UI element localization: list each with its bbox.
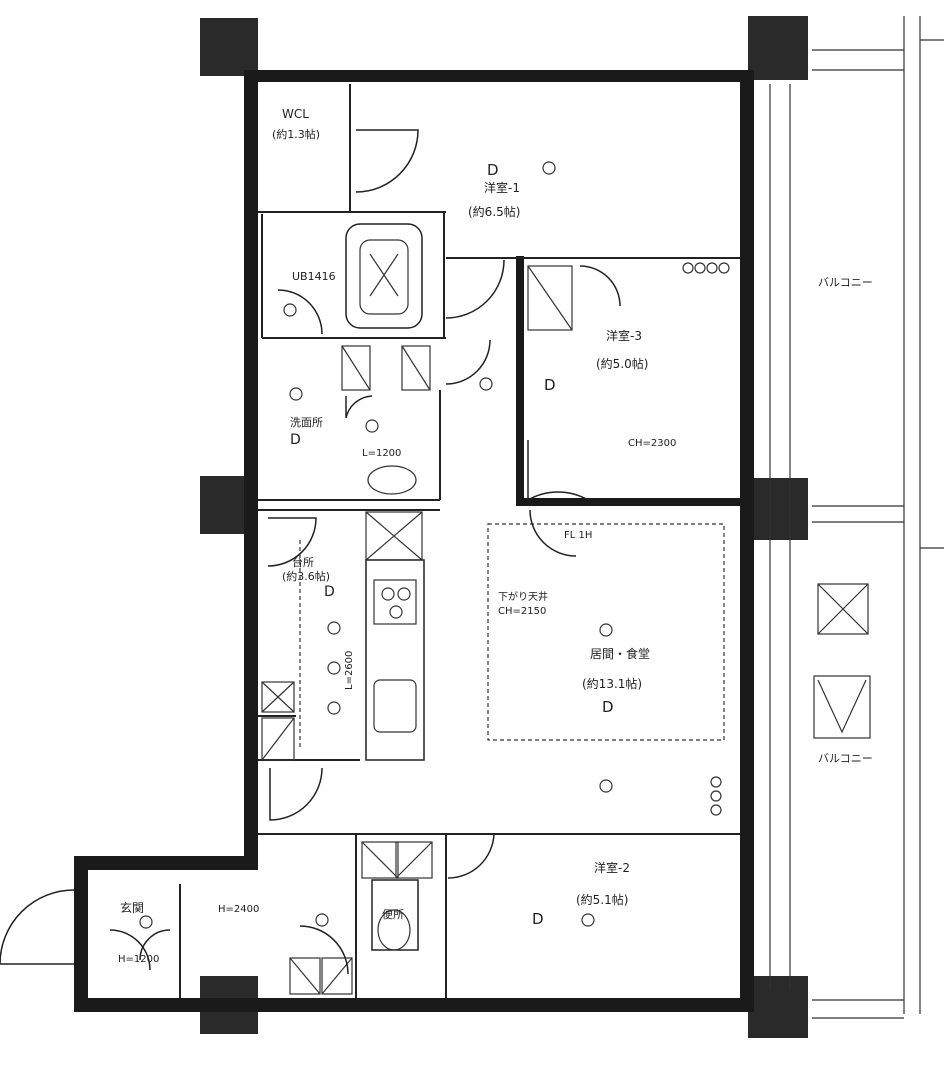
balcony-railing [769,16,944,1019]
room-labels: WCL (約1.3帖) D 洋室-1 (約6.5帖) UB1416 洋室-3 (… [118,107,873,965]
living-ceiling-note: 下がり天井 [498,590,548,603]
washroom-marker: D [290,432,301,448]
corridor-height: H=2400 [218,904,259,915]
bedroom1-marker: D [487,161,499,179]
doors [0,129,621,975]
entrance-name: 玄関 [120,900,144,915]
bedroom3-marker: D [544,376,556,394]
column-top-left [200,18,258,76]
living-name: 居間・食堂 [590,646,650,661]
kitchen-counter [365,559,425,761]
bathtub [345,223,423,329]
fl-note: FL 1H [564,530,592,541]
storage-units [261,265,871,995]
column-bottom-right [748,976,808,1038]
entrance-height: H=1200 [118,954,159,965]
bedroom2-area: (約5.1帖) [576,892,628,907]
bath-name: UB1416 [292,270,336,283]
kitchen-marker: D [324,584,335,600]
living-marker: D [602,698,614,716]
wcl-name: WCL [282,107,309,121]
lowered-ceiling-outline [487,523,725,741]
bedroom3-area: (約5.0帖) [596,356,648,371]
kitchen-name: 台所 [292,555,314,569]
kitchen-length: L=2600 [344,651,355,690]
column-mid-right [748,478,808,540]
ceiling-fixtures [139,161,730,929]
balcony-upper-label: バルコニー [818,276,873,289]
column-top-right [748,16,808,80]
toilet-name: 便所 [382,908,404,921]
exterior-walls [74,70,754,1012]
kitchen-area: (約3.6帖) [282,569,330,583]
toilet-fixture [371,879,419,951]
bedroom2-name: 洋室-2 [594,860,630,875]
shelf-length: L=1200 [362,448,401,459]
bedroom3-name: 洋室-3 [606,328,642,343]
bedroom3-ceiling: CH=2300 [628,438,676,449]
washroom-name: 洗面所 [290,416,323,429]
bedroom1-name: 洋室-1 [484,180,520,195]
bedroom2-marker: D [532,910,544,928]
wcl-area: (約1.3帖) [272,127,320,141]
structural-columns [200,16,808,1038]
interior-walls [179,84,744,998]
balcony-lower-label: バルコニー [818,752,873,765]
living-area: (約13.1帖) [582,676,642,691]
bedroom1-area: (約6.5帖) [468,204,520,219]
living-ceiling: CH=2150 [498,606,546,617]
washbasin [367,465,417,495]
